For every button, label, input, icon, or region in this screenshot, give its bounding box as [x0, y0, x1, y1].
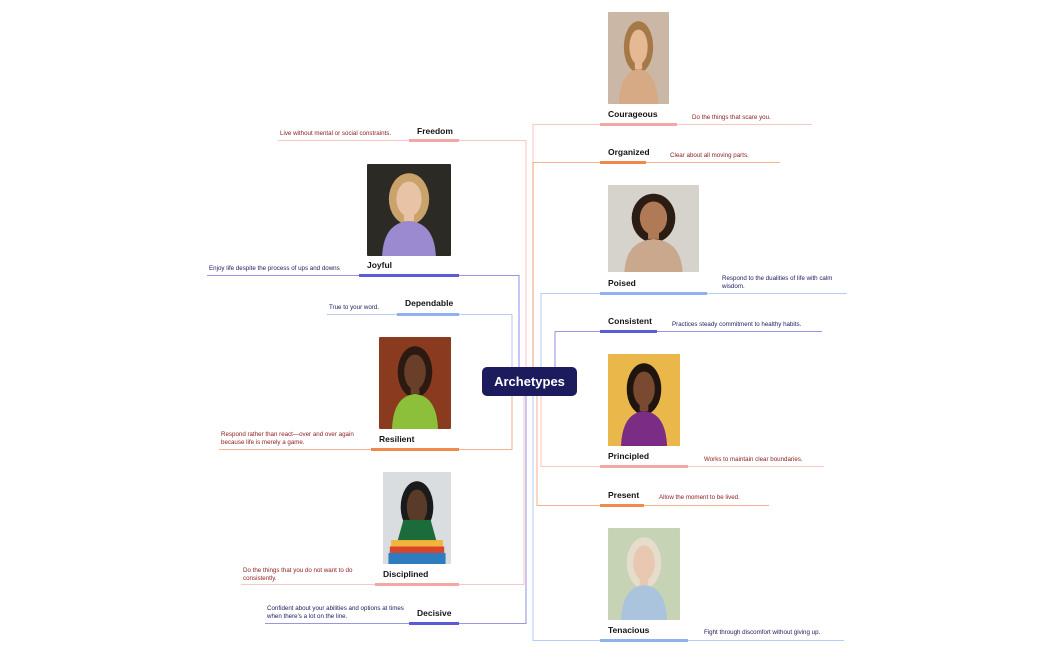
topic-consistent[interactable]: Consistent — [608, 316, 652, 326]
topic-dependable[interactable]: Dependable — [405, 298, 454, 308]
note-joyful: Enjoy life despite the process of ups an… — [209, 265, 340, 272]
topic-underline-dependable — [397, 313, 459, 316]
courageous-portrait-photo[interactable] — [608, 12, 669, 104]
topic-underline-present — [600, 504, 644, 507]
topic-underline-organized — [600, 161, 646, 164]
principled-portrait-photo[interactable] — [608, 354, 680, 446]
note-consistent: Practices steady commitment to healthy h… — [672, 321, 802, 328]
topic-poised[interactable]: Poised — [608, 278, 636, 288]
connector-tenacious — [529, 380, 600, 641]
note-courageous: Do the things that scare you. — [692, 114, 771, 121]
topic-principled[interactable]: Principled — [608, 451, 650, 461]
topic-underline-poised — [600, 292, 707, 295]
topic-underline-resilient — [371, 448, 459, 451]
topic-present[interactable]: Present — [608, 490, 640, 500]
topic-tenacious[interactable]: Tenacious — [608, 625, 650, 635]
topic-underline-disciplined — [375, 583, 459, 586]
topic-joyful[interactable]: Joyful — [367, 260, 393, 270]
connector-organized — [529, 162, 600, 382]
resilient-portrait-photo[interactable] — [379, 337, 451, 429]
topic-courageous[interactable]: Courageous — [608, 109, 658, 119]
tenacious-portrait-photo[interactable] — [608, 528, 680, 620]
note-resilient: Respond rather than react—over and over … — [221, 431, 354, 446]
disciplined-portrait-photo[interactable] — [383, 472, 451, 564]
note-present: Allow the moment to be lived. — [659, 494, 740, 501]
note-principled: Works to maintain clear boundaries. — [704, 456, 803, 463]
topic-underline-decisive — [409, 622, 459, 625]
note-tenacious: Fight through discomfort without giving … — [704, 629, 821, 636]
note-freedom: Live without mental or social constraint… — [280, 130, 392, 137]
note-dependable: True to your word. — [329, 304, 379, 311]
connector-courageous — [529, 124, 600, 382]
topic-decisive[interactable]: Decisive — [417, 608, 452, 618]
note-decisive: Confident about your abilities and optio… — [267, 605, 404, 620]
connector-present — [529, 380, 600, 506]
note-disciplined: Do the things that you do not want to do… — [243, 567, 353, 582]
joyful-portrait-photo[interactable] — [367, 164, 451, 256]
connector-freedom — [459, 140, 529, 382]
topic-organized[interactable]: Organized — [608, 147, 650, 157]
topic-underline-consistent — [600, 330, 657, 333]
topic-freedom[interactable]: Freedom — [417, 126, 453, 136]
topic-underline-joyful — [359, 274, 459, 277]
note-poised: Respond to the dualities of life with ca… — [722, 275, 833, 290]
central-topic[interactable]: Archetypes — [482, 367, 577, 396]
note-organized: Clear about all moving parts. — [670, 152, 749, 159]
topic-underline-principled — [600, 465, 688, 468]
topic-underline-courageous — [600, 123, 677, 126]
connector-decisive — [459, 380, 529, 624]
topic-resilient[interactable]: Resilient — [379, 434, 415, 444]
connector-disciplined — [459, 380, 529, 585]
connector-joyful — [459, 275, 529, 382]
topic-underline-freedom — [409, 139, 459, 142]
topic-disciplined[interactable]: Disciplined — [383, 569, 429, 579]
poised-portrait-photo[interactable] — [608, 185, 699, 272]
topic-underline-tenacious — [600, 639, 688, 642]
